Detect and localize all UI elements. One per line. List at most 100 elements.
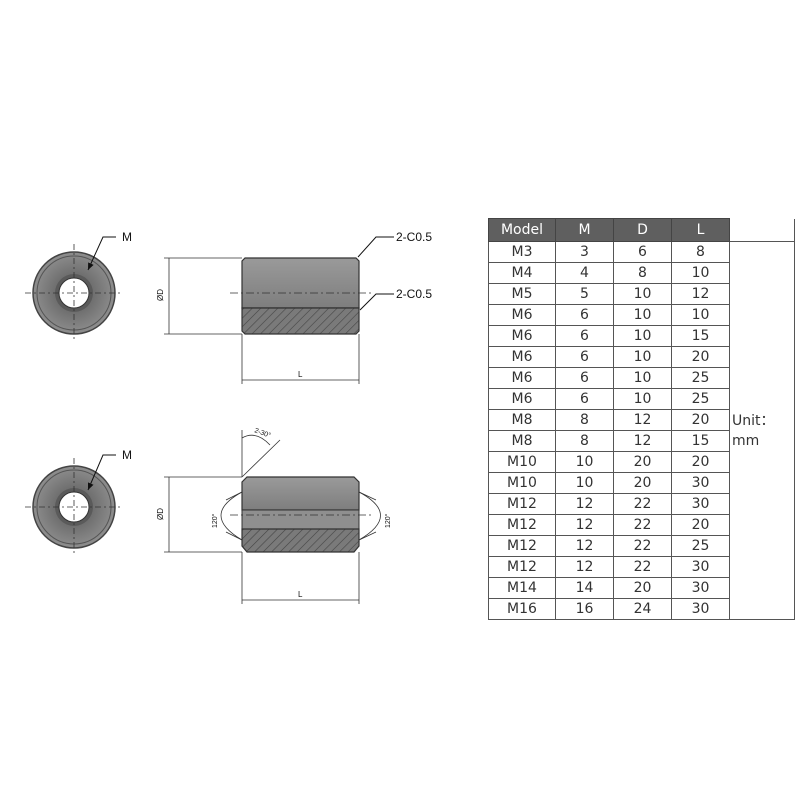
cell-m: 6 [555,367,614,389]
header-l: L [671,218,730,242]
cell-l: 10 [671,304,730,326]
cell-l: 20 [671,346,730,368]
cell-m: 5 [555,283,614,305]
cell-model: M3 [488,241,556,263]
cell-l: 8 [671,241,730,263]
cell-d: 20 [613,577,672,599]
header-blank [729,218,795,242]
cell-model: M12 [488,493,556,515]
cell-m: 12 [555,535,614,557]
cell-d: 12 [613,430,672,452]
cell-m: 6 [555,304,614,326]
cell-m: 6 [555,388,614,410]
cell-model: M4 [488,262,556,284]
cell-l: 20 [671,409,730,431]
top-chamfer-label-2: 2-C0.5 [396,287,432,301]
cell-model: M5 [488,283,556,305]
cell-d: 6 [613,241,672,263]
cell-l: 30 [671,493,730,515]
cell-d: 24 [613,598,672,620]
cell-l: 10 [671,262,730,284]
cell-d: 22 [613,556,672,578]
cell-d: 22 [613,493,672,515]
bottom-angle-left-label: 120° [211,513,219,528]
cell-model: M16 [488,598,556,620]
top-length-label: L [298,370,303,379]
cell-model: M6 [488,304,556,326]
cell-d: 10 [613,325,672,347]
cell-l: 12 [671,283,730,305]
cell-l: 25 [671,367,730,389]
cell-m: 14 [555,577,614,599]
cell-l: 25 [671,388,730,410]
cell-m: 10 [555,451,614,473]
bottom-diameter-label: ØD [156,508,165,520]
header-m: M [555,218,614,242]
unit-label: Unit：mm [729,241,795,620]
table-header-row: Model M D L [488,218,795,242]
cell-model: M6 [488,346,556,368]
cell-l: 20 [671,451,730,473]
cell-model: M12 [488,556,556,578]
cell-m: 6 [555,346,614,368]
cell-m: 4 [555,262,614,284]
top-chamfer-label-1: 2-C0.5 [396,230,432,244]
cell-model: M10 [488,472,556,494]
cell-d: 22 [613,535,672,557]
cell-model: M6 [488,388,556,410]
cell-m: 8 [555,409,614,431]
cell-model: M12 [488,535,556,557]
cell-l: 25 [671,535,730,557]
cell-d: 12 [613,409,672,431]
cell-m: 12 [555,556,614,578]
side-view-top [164,236,394,384]
cell-l: 30 [671,598,730,620]
cell-d: 10 [613,367,672,389]
cell-d: 8 [613,262,672,284]
top-m-label: M [122,230,132,244]
bottom-length-label: L [298,590,303,599]
cell-m: 12 [555,493,614,515]
cell-m: 6 [555,325,614,347]
cell-model: M8 [488,430,556,452]
cell-model: M10 [488,451,556,473]
cell-model: M12 [488,514,556,536]
cell-d: 22 [613,514,672,536]
cell-m: 12 [555,514,614,536]
cell-model: M6 [488,367,556,389]
cell-d: 10 [613,283,672,305]
cell-model: M6 [488,325,556,347]
cell-l: 30 [671,472,730,494]
cell-l: 15 [671,430,730,452]
bottom-m-label: M [122,448,132,462]
top-diameter-label: ØD [156,289,165,301]
cell-d: 10 [613,304,672,326]
bottom-chamfer-angle-label: 2-30° [253,426,272,439]
header-model: Model [488,218,556,242]
cell-model: M14 [488,577,556,599]
cell-l: 20 [671,514,730,536]
side-view-bottom [164,430,381,604]
cell-d: 10 [613,346,672,368]
end-view-bottom [25,454,123,556]
cell-m: 3 [555,241,614,263]
end-view-top [25,236,123,342]
cell-m: 8 [555,430,614,452]
cell-l: 15 [671,325,730,347]
cell-l: 30 [671,577,730,599]
cell-d: 20 [613,472,672,494]
header-d: D [613,218,672,242]
cell-d: 10 [613,388,672,410]
